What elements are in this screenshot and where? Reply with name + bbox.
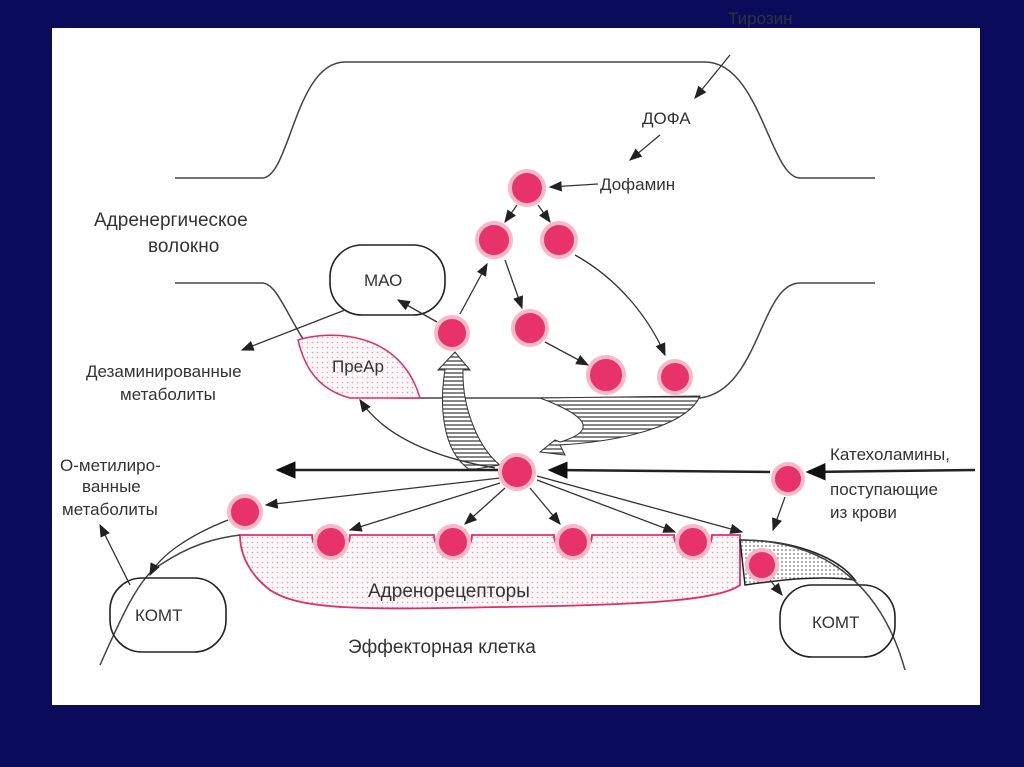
vesicle — [227, 494, 263, 530]
arrow-dopamine-vesicle — [548, 181, 599, 192]
arrow-v9-komt — [149, 519, 229, 577]
label-tyrosine: Тирозин — [728, 9, 793, 28]
label-fiber-1: Адренергическое — [94, 210, 248, 231]
arrow-dopa-dopamine — [629, 134, 661, 161]
arrow-v2-v5 — [504, 259, 523, 310]
arrow-cleft-v9 — [264, 477, 501, 509]
label-receptors: Адренорецепторы — [368, 581, 530, 602]
vesicle — [435, 524, 471, 560]
label-fiber-2: волокно — [148, 236, 219, 257]
effector-right-membrane — [739, 539, 906, 671]
label-prear: ПреАр — [332, 357, 384, 376]
label-komt-left: КОМТ — [135, 606, 182, 625]
vesicle — [675, 524, 711, 560]
label-dopamine: Дофамин — [600, 175, 675, 194]
effector-left-membrane — [99, 534, 241, 666]
vesicle — [313, 524, 349, 560]
vesicle — [498, 453, 536, 491]
label-effector: Эффекторная клетка — [348, 637, 536, 658]
arrow-cleft-r1 — [348, 482, 501, 532]
vesicle — [771, 462, 805, 496]
vesicle — [434, 315, 470, 351]
arrow-v4-v2 — [459, 262, 488, 315]
label-dopa: ДОФА — [642, 109, 691, 128]
mao-box — [329, 244, 446, 316]
arrow-v1-v2 — [504, 204, 518, 224]
arrow-cleft-r4 — [536, 479, 677, 533]
arrow-cleft-r2 — [464, 487, 506, 525]
label-komt-right: КОМТ — [812, 613, 859, 632]
arrow-v1-v3 — [537, 204, 551, 224]
label-catechol-1: Катехоламины, — [830, 445, 950, 464]
arrow-blood-komt — [772, 496, 786, 532]
arrow-cleft-komt — [536, 475, 744, 534]
label-mao: МАО — [364, 271, 402, 290]
vesicle — [745, 548, 779, 582]
vesicle — [657, 359, 693, 395]
label-deaminated-1: Дезаминированные — [86, 362, 242, 381]
fiber-top-membrane — [175, 61, 875, 179]
label-omethyl-3: метаболиты — [62, 500, 158, 519]
komt-left-box — [109, 577, 227, 653]
label-omethyl-1: О-метилиро- — [60, 456, 161, 475]
arrow-v4-mao — [396, 299, 438, 323]
arrow-v15-komt — [769, 579, 783, 597]
label-catechol-3: из крови — [830, 503, 897, 522]
arrow-catechol-label — [805, 463, 976, 481]
label-deaminated-2: метаболиты — [120, 385, 216, 404]
arrow-v5-v6 — [544, 341, 590, 366]
vesicle — [475, 221, 513, 259]
release-hatched-arrow — [538, 395, 701, 456]
vesicle — [555, 524, 591, 560]
arrow-blood-cleft — [547, 461, 771, 479]
komt-right-box — [779, 584, 896, 658]
prear-region — [297, 334, 422, 399]
reuptake-hatched-arrow — [436, 351, 502, 471]
vesicle — [508, 169, 546, 207]
arrow-mao-deaminated — [240, 309, 346, 351]
vesicles — [227, 169, 805, 582]
vesicle — [540, 221, 578, 259]
vesicle — [511, 309, 549, 347]
arrow-v3-v7 — [574, 254, 666, 357]
label-omethyl-2: ванные — [82, 477, 141, 496]
arrow-tyrosine-dopa — [694, 54, 731, 100]
arrow-cleft-r3 — [529, 487, 561, 525]
vesicle — [586, 355, 626, 395]
label-catechol-2: поступающие — [830, 480, 938, 499]
arrow-komt-omethyl — [99, 523, 131, 586]
arrow-cleft-prear — [359, 398, 496, 469]
